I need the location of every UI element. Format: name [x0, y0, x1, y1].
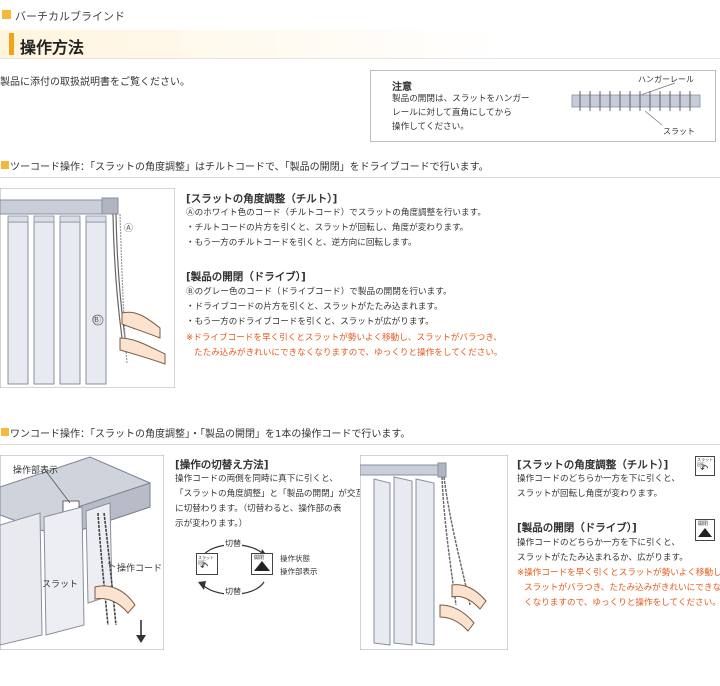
one-cord-tilt-line: スラットが回転し角度が変わります。 [517, 489, 663, 499]
switch-line: 「スラットの角度調整」と「製品の開閉」が交互 [175, 489, 365, 499]
two-cord-warning: たたみ込みがきれいにできなくなりますので、ゆっくりと操作をしてください。 [194, 348, 503, 358]
two-cord-drive-heading: [製品の開閉（ドライブ）] [186, 271, 306, 283]
label-control-display: 操作部表示 [13, 466, 59, 476]
switch-heading: [操作の切替え方法] [175, 459, 269, 471]
marker-b: Ⓑ [92, 316, 102, 326]
category-label: バーチカルブラインド [15, 10, 125, 23]
tilt-mode-box [196, 553, 218, 575]
drive-mode-label: 開閉 [254, 555, 265, 561]
notice-line: レールに対して直角にしてから [392, 108, 512, 118]
marker-a: Ⓐ [124, 224, 134, 234]
tilt-icon-label: スラット回転 [697, 457, 713, 467]
rail-diagram [571, 82, 701, 126]
one-cord-drive-line: スラットがたたみ込まれるか、広がります。 [517, 553, 688, 563]
one-cord-marker [1, 428, 9, 436]
switch-line: に切替わります。（切替わると、操作部の表 [175, 504, 342, 514]
one-cord-drive-heading: [製品の開閉（ドライブ）] [517, 522, 637, 534]
two-cord-drive-line: ・ドライブコードの片方を引くと、スラットがたたみ込まれます。 [186, 302, 443, 312]
two-cord-tilt-line: Ⓐのホワイト色のコード（チルトコード）でスラットの角度調整を行います。 [186, 208, 486, 218]
label-operation-cord: 操作コード [117, 564, 163, 574]
tilt-mode-label: スラット回転 [198, 555, 214, 565]
notice-line: 操作してください。 [392, 122, 469, 132]
one-cord-warning: スラットがバラつき、たたみ込みがきれいにできな [524, 583, 720, 593]
arrow-up-icon [254, 561, 270, 571]
one-cord-title: ワンコード操作：「スラットの角度調整」・「製品の開閉」を1本の操作コードで行いま… [10, 429, 411, 440]
category-marker [2, 10, 11, 19]
page-title: 操作方法 [20, 38, 85, 57]
two-cord-warning: ※ドライブコードを早く引くとスラットが勢いよく移動し、スラットがバラつき、 [186, 333, 502, 343]
switch-line: 操作コードの両側を同時に真下に引くと、 [175, 474, 338, 484]
two-cord-tilt-line: ・もう一方のチルトコードを引くと、逆方向に回転します。 [186, 238, 417, 248]
label-slat: スラット [42, 580, 79, 590]
rotate-icon: ↶ [700, 464, 709, 475]
title-underline [0, 58, 720, 59]
two-cord-drive-line: ・もう一方のドライブコードを引くと、スラットが広がります。 [186, 317, 434, 327]
one-cord-mechanism-illustration [0, 455, 164, 650]
one-cord-warning: くなりますので、ゆっくりと操作をしてください。 [524, 598, 720, 608]
title-bar [0, 30, 720, 58]
two-cord-title: ツーコード操作：「スラットの角度調整」はチルトコードで、「製品の開閉」をドライブ… [10, 162, 489, 173]
switch-line: 示が変わります。） [175, 519, 248, 529]
two-cord-marker [1, 161, 9, 169]
intro-text: 製品に添付の取扱説明書をご覧ください。 [0, 77, 190, 88]
legend-display: 操作部表示 [280, 567, 318, 576]
one-cord-drive-line: 操作コードのどちらか一方を下に引くと、 [517, 538, 680, 548]
notice-line: 製品の開閉は、スラットをハンガー [392, 94, 530, 104]
notice-label-slat: スラット [663, 127, 695, 136]
rotate-icon: ↶ [200, 562, 209, 573]
drive-icon-label: 開閉 [698, 521, 709, 527]
arrow-up-icon [698, 528, 712, 537]
legend-state: 操作状態 [280, 554, 310, 563]
two-cord-drive-line: Ⓑのグレー色のコード（ドライブコード）で製品の開閉を行います。 [186, 287, 452, 297]
one-cord-tilt-line: 操作コードのどちらか一方を下に引くと、 [517, 474, 680, 484]
switch-cycle-label-top: 切替 [224, 538, 242, 549]
two-cord-tilt-line: ・チルトコードの片方を引くと、スラットが回転し、角度が変わります。 [186, 223, 469, 233]
one-cord-divider [0, 444, 720, 445]
two-cord-tilt-heading: [スラットの角度調整（チルト）] [186, 193, 338, 205]
tilt-icon-box [695, 456, 715, 476]
notice-label-rail: ハンガーレール [638, 75, 694, 84]
title-accent [9, 33, 14, 55]
switch-cycle-label-bottom: 切替 [224, 586, 242, 597]
notice-title: 注意 [392, 82, 412, 93]
one-cord-operation-illustration [360, 455, 508, 650]
two-cord-divider [0, 177, 720, 178]
one-cord-tilt-heading: [スラットの角度調整（チルト）] [517, 459, 669, 471]
two-cord-illustration [0, 188, 175, 388]
one-cord-warning: ※操作コードを早く引くとスラットが勢いよく移動し、 [517, 568, 720, 578]
